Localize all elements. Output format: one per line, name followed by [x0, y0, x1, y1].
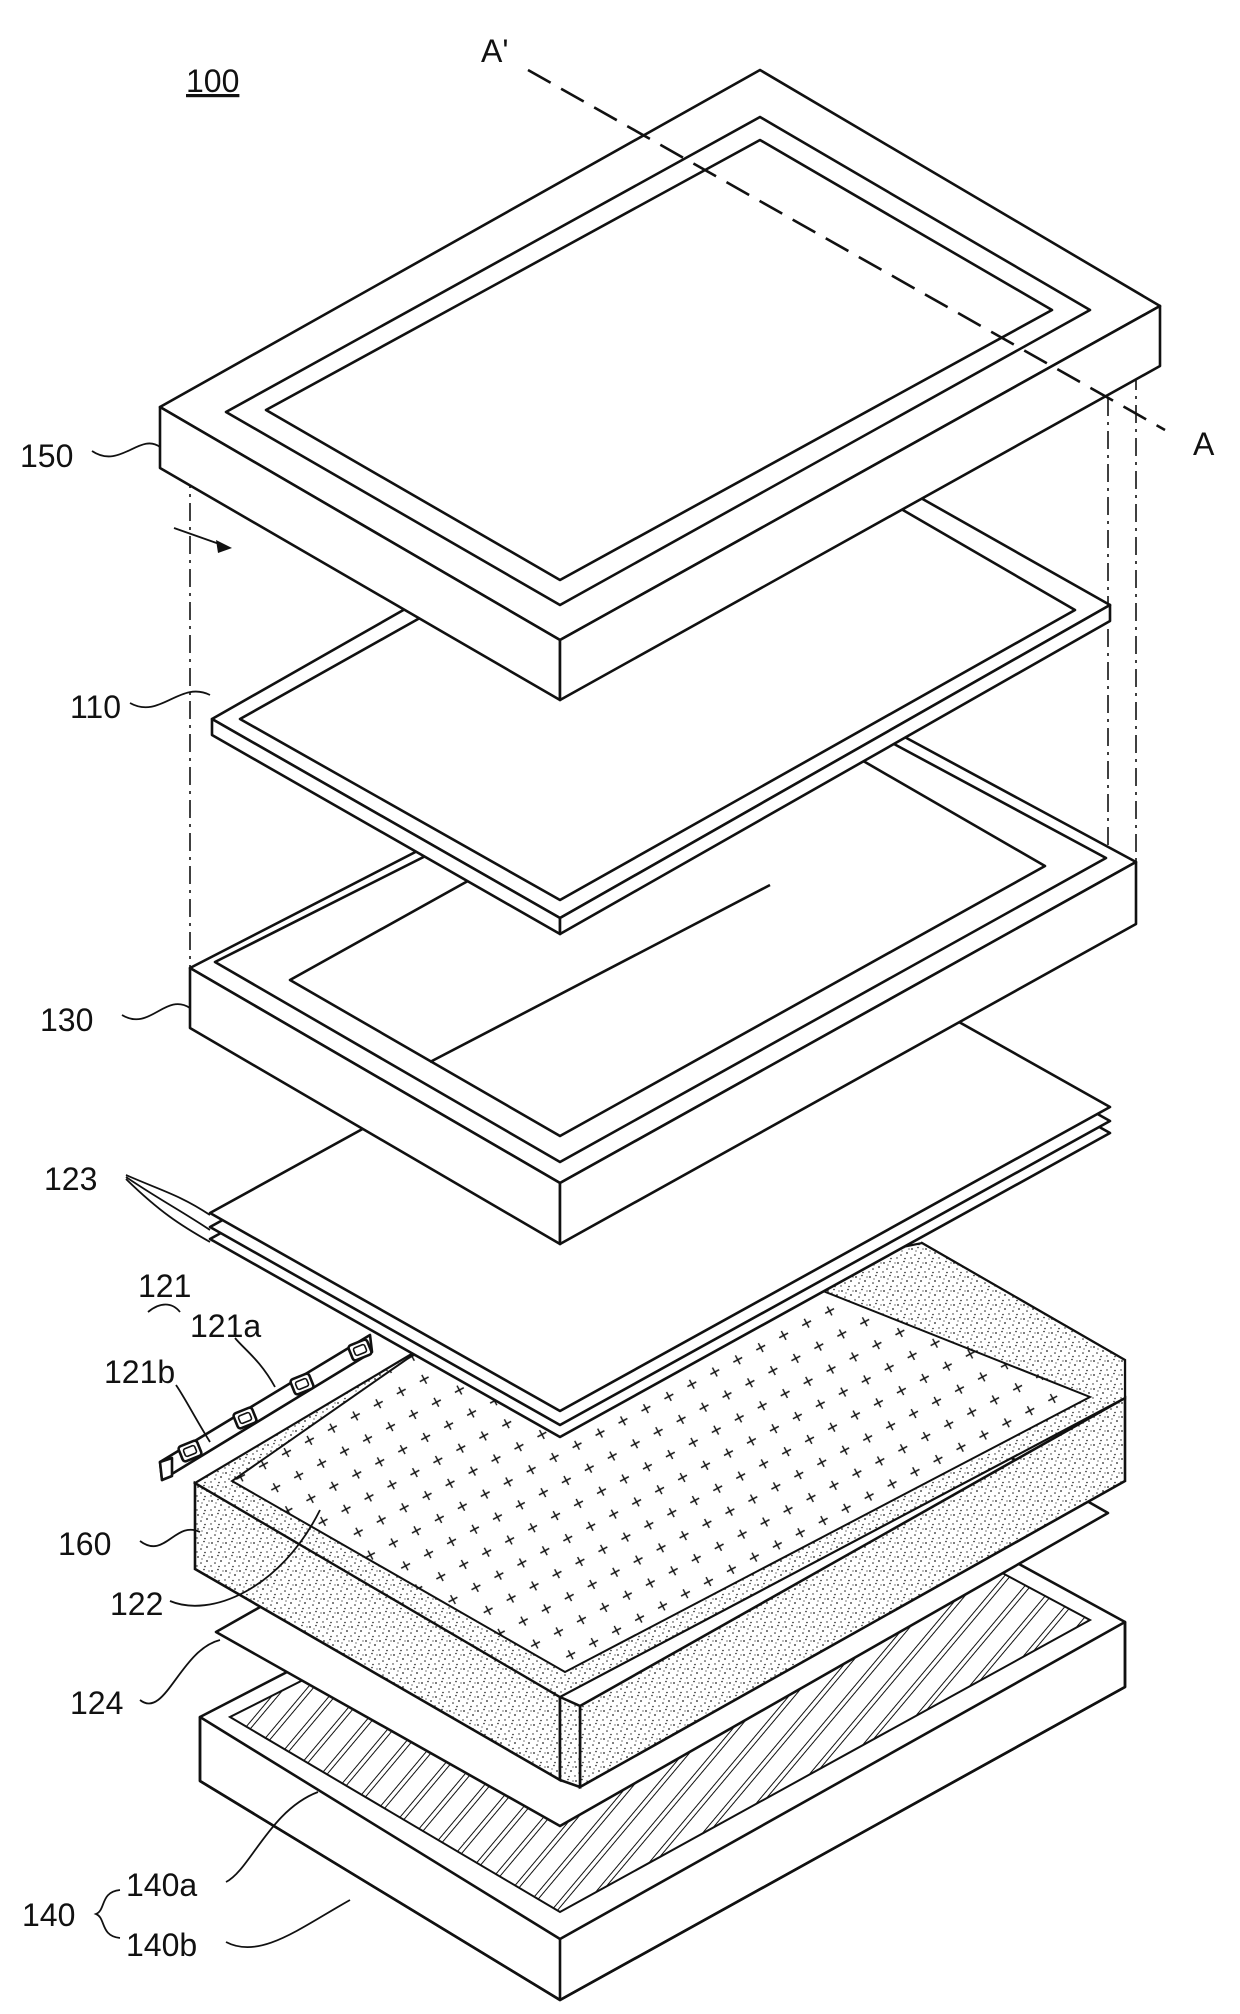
label-160: 160	[58, 1526, 111, 1562]
label-110: 110	[70, 689, 121, 725]
label-121b: 121b	[104, 1354, 175, 1390]
label-123: 123	[44, 1161, 97, 1197]
label-124: 124	[70, 1685, 123, 1721]
section-label-a: A	[1193, 426, 1215, 462]
ref-label-100: 100	[186, 63, 239, 99]
label-150: 150	[20, 438, 73, 474]
label-130: 130	[40, 1002, 93, 1038]
label-140a: 140a	[126, 1867, 197, 1903]
label-122: 122	[110, 1586, 163, 1622]
label-121a: 121a	[190, 1308, 261, 1344]
section-label-a-prime: A'	[481, 33, 508, 69]
label-140b: 140b	[126, 1927, 197, 1963]
label-140: 140	[22, 1897, 75, 1933]
label-121: 121	[138, 1268, 191, 1304]
